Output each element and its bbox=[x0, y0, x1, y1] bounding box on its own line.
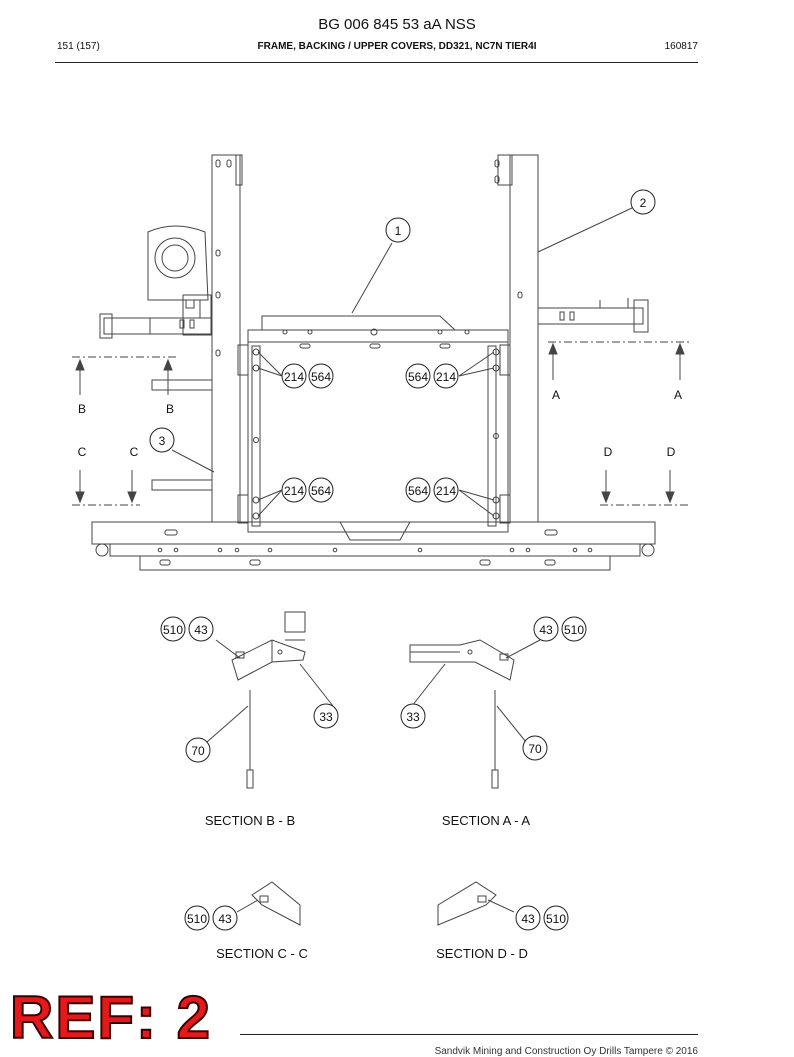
callout-510: 510 bbox=[546, 912, 566, 926]
page-number: 151 (157) bbox=[57, 41, 100, 52]
callout-43: 43 bbox=[194, 623, 208, 637]
callout-510: 510 bbox=[564, 623, 584, 637]
callout-circle-70 bbox=[185, 737, 211, 763]
callout-1: 1 bbox=[395, 224, 402, 238]
callout-214: 214 bbox=[284, 484, 304, 498]
callout-circle-510 bbox=[160, 616, 186, 642]
marker-c-left: C bbox=[78, 445, 87, 459]
section-bb-view bbox=[206, 611, 334, 789]
callout-564: 564 bbox=[408, 484, 428, 498]
section-title-cc: SECTION C - C bbox=[216, 946, 308, 961]
callout-564: 564 bbox=[311, 484, 331, 498]
copyright-footer: Sandvik Mining and Construction Oy Drill… bbox=[434, 1046, 698, 1057]
marker-b-left: B bbox=[78, 402, 86, 416]
left-mount-arm bbox=[99, 300, 213, 491]
marker-d-right: D bbox=[667, 445, 676, 459]
marker-d-left: D bbox=[604, 445, 613, 459]
callout-43: 43 bbox=[218, 912, 232, 926]
callout-circle-214 bbox=[281, 477, 307, 503]
round-flange-cover bbox=[147, 225, 212, 336]
callout-33: 33 bbox=[319, 710, 333, 724]
callout-564: 564 bbox=[408, 370, 428, 384]
section-title-dd: SECTION D - D bbox=[436, 946, 528, 961]
callout-circle-214 bbox=[433, 363, 459, 389]
callout-214: 214 bbox=[436, 370, 456, 384]
section-aa-view bbox=[409, 639, 541, 789]
header-rule bbox=[55, 62, 698, 63]
callout-circle-43 bbox=[515, 905, 541, 931]
marker-a-left: A bbox=[552, 388, 560, 402]
callout-circle-43 bbox=[533, 616, 559, 642]
document-id: BG 006 845 53 aA NSS bbox=[318, 16, 476, 33]
callout-circle-214 bbox=[281, 363, 307, 389]
callout-circle-564 bbox=[405, 477, 431, 503]
bottom-frame-beam bbox=[91, 521, 656, 571]
footer-rule bbox=[240, 1034, 698, 1035]
marker-c-right: C bbox=[130, 445, 139, 459]
callout-circle-70 bbox=[522, 735, 548, 761]
callout-circle-510 bbox=[543, 905, 569, 931]
callout-564: 564 bbox=[311, 370, 331, 384]
callout-circle-510 bbox=[561, 616, 587, 642]
callout-43: 43 bbox=[539, 623, 553, 637]
callout-70: 70 bbox=[528, 742, 542, 756]
callout-circle-3 bbox=[149, 427, 175, 453]
callout-214: 214 bbox=[284, 370, 304, 384]
right-upright-plate bbox=[494, 154, 539, 523]
callout-circle-43 bbox=[212, 905, 238, 931]
callout-circle-43 bbox=[188, 616, 214, 642]
callout-43: 43 bbox=[521, 912, 535, 926]
callout-circle-33 bbox=[400, 703, 426, 729]
callout-circle-2 bbox=[630, 189, 656, 215]
callout-circle-564 bbox=[308, 363, 334, 389]
callout-70: 70 bbox=[191, 744, 205, 758]
callout-510: 510 bbox=[187, 912, 207, 926]
leader-lines bbox=[171, 207, 633, 517]
reference-stamp: REF: 2 bbox=[9, 984, 213, 1051]
section-title-aa: SECTION A - A bbox=[442, 813, 530, 828]
callout-3: 3 bbox=[159, 434, 166, 448]
callout-circle-564 bbox=[308, 477, 334, 503]
marker-a-right: A bbox=[674, 388, 682, 402]
marker-b-right: B bbox=[166, 402, 174, 416]
callout-33: 33 bbox=[406, 710, 420, 724]
revision-date: 160817 bbox=[664, 41, 698, 52]
left-upright-plate bbox=[211, 154, 243, 523]
section-markers bbox=[72, 341, 690, 506]
callout-510: 510 bbox=[163, 623, 183, 637]
callout-2: 2 bbox=[640, 196, 647, 210]
page-title: FRAME, BACKING / UPPER COVERS, DD321, NC… bbox=[257, 41, 537, 52]
section-dd-view bbox=[437, 881, 515, 926]
section-cc-view bbox=[236, 881, 301, 926]
callout-circle-510 bbox=[184, 905, 210, 931]
right-mount-arm bbox=[537, 298, 649, 333]
callout-circle-33 bbox=[313, 703, 339, 729]
backing-plate bbox=[237, 315, 511, 541]
callout-circle-214 bbox=[433, 477, 459, 503]
callout-circle-564 bbox=[405, 363, 431, 389]
callout-214: 214 bbox=[436, 484, 456, 498]
section-title-bb: SECTION B - B bbox=[205, 813, 295, 828]
callout-circle-1 bbox=[385, 217, 411, 243]
